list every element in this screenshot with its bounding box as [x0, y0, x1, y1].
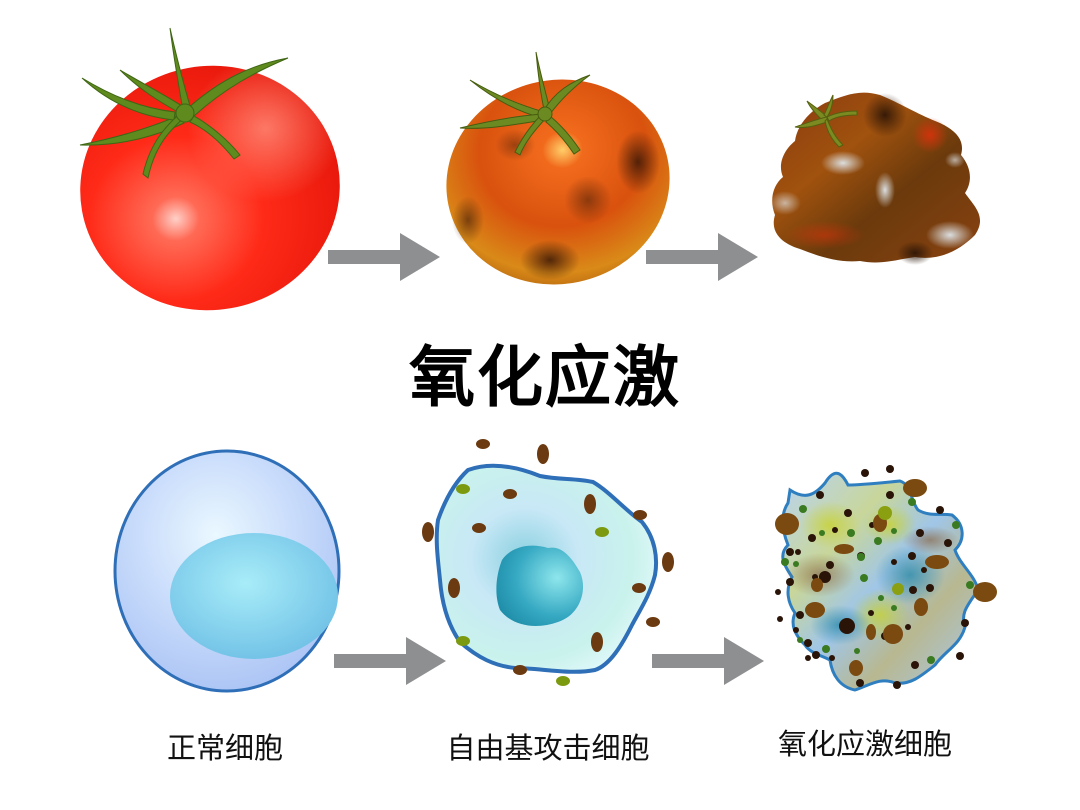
free-radical-attacked-cell	[410, 430, 690, 700]
attacked-cell-label: 自由基攻击细胞	[446, 731, 650, 765]
normal-cell	[112, 446, 344, 696]
spotted-tomato	[440, 50, 680, 290]
rotten-tomato	[765, 85, 995, 270]
stressed-cell-label: 氧化应激细胞	[777, 727, 952, 761]
diagram-title: 氧化应激	[409, 339, 681, 416]
right-arrow-icon	[646, 233, 758, 283]
right-arrow-icon	[652, 637, 764, 687]
right-arrow-icon	[328, 233, 440, 283]
right-arrow-icon	[334, 637, 446, 687]
oxidative-stress-cell	[760, 455, 1000, 700]
fresh-tomato	[70, 20, 350, 320]
normal-cell-label: 正常细胞	[166, 731, 283, 765]
